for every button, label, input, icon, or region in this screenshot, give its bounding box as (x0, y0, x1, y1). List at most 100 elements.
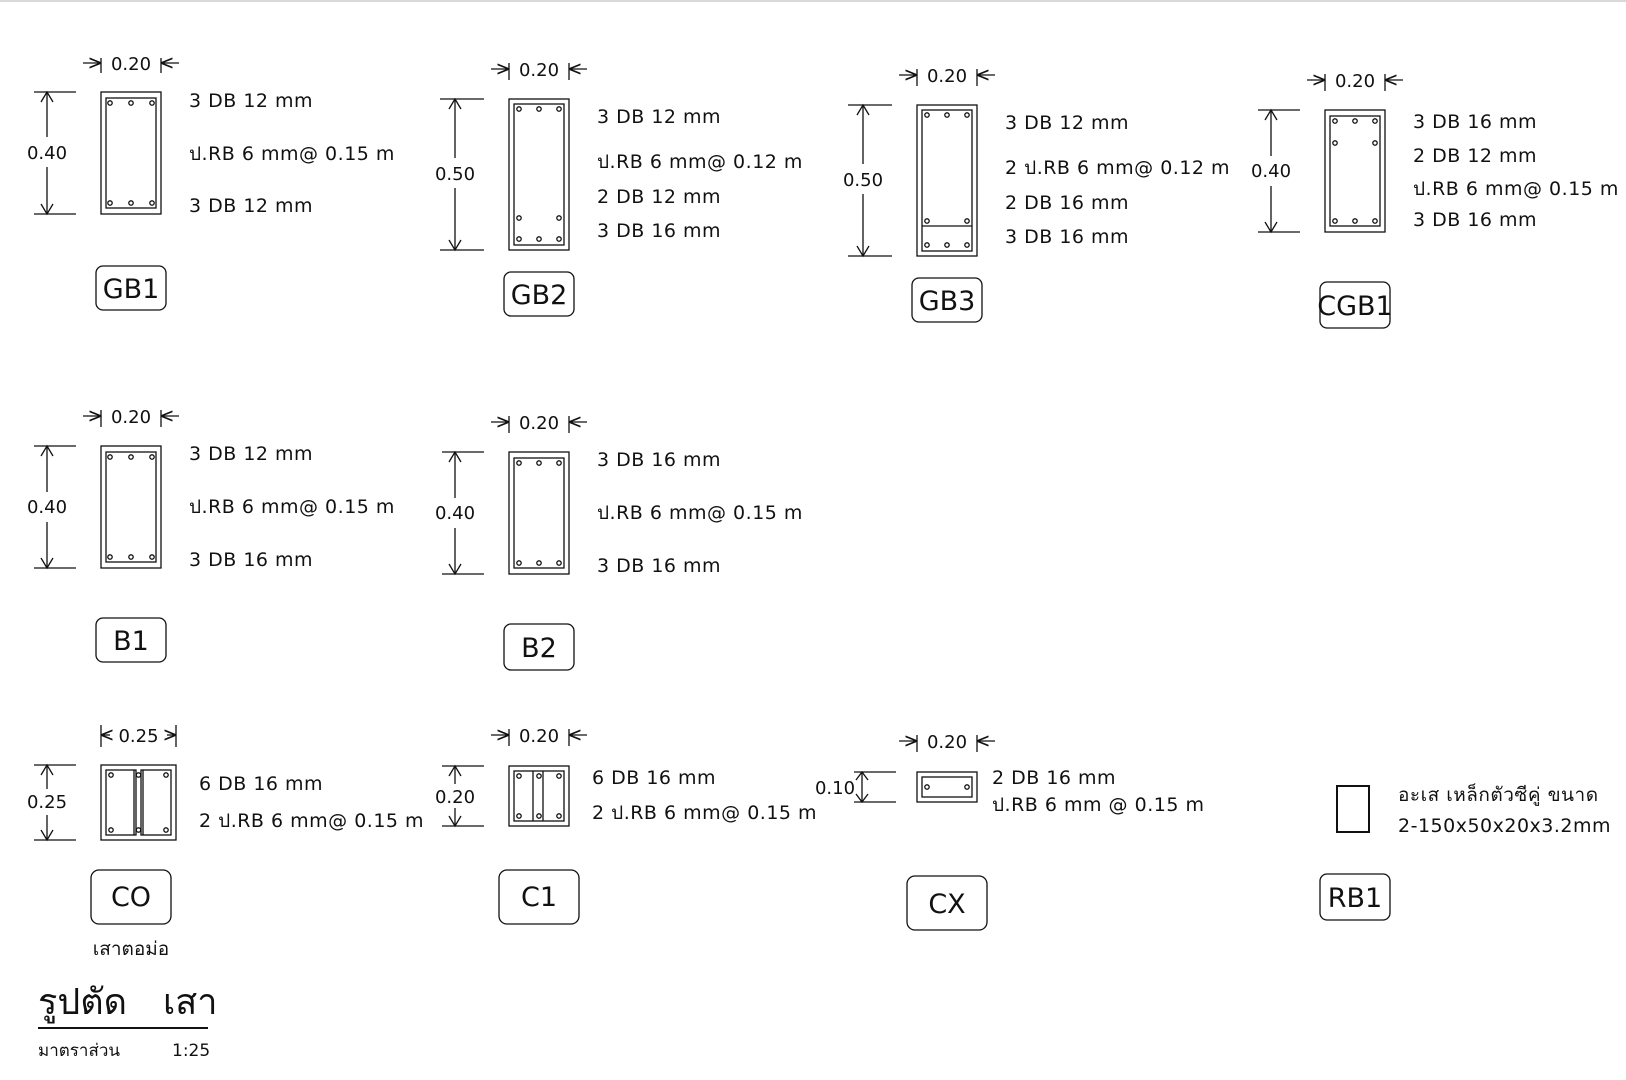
height-label: 0.50 (435, 164, 475, 185)
width-label: 0.20 (519, 726, 559, 747)
height-dimension: 0.40 (27, 444, 76, 570)
height-label: 0.40 (27, 497, 67, 518)
rebar-note-top: 3 DB 16 mm (1413, 111, 1537, 133)
height-dimension: 0.40 (435, 450, 484, 576)
rebar-note-top: 3 DB 12 mm (597, 106, 721, 128)
height-label: 0.40 (1251, 161, 1291, 182)
rebar-note-bottom: 3 DB 16 mm (189, 549, 313, 571)
section-tag-box (503, 623, 575, 671)
material-size-note: 2-150x50x20x3.2mm (1398, 815, 1611, 837)
height-label: 0.40 (435, 503, 475, 524)
stirrup-note: 2 ป.RB 6 mm@ 0.12 m (1005, 157, 1230, 179)
concrete-section (508, 451, 570, 575)
width-dimension: 0.20 (491, 60, 587, 81)
rebar-note: 6 DB 16 mm (592, 767, 716, 789)
section-tag: GB1 (103, 274, 160, 305)
section-tag: GB2 (511, 280, 568, 311)
top-border-line (0, 0, 1626, 2)
section-b1: 0.20 0.40 3 DB 12 mm ป.RB 6 mm@ 0.15 m 3… (27, 407, 395, 663)
section-tag-box (1319, 873, 1391, 921)
c-channel-icon (1336, 785, 1370, 833)
rebar-note-middle: 2 DB 16 mm (1005, 192, 1129, 214)
width-dimension: 0.20 (83, 407, 179, 428)
concrete-section (916, 771, 978, 803)
stirrup-note: 2 ป.RB 6 mm@ 0.15 m (199, 810, 424, 832)
height-dimension: 0.50 (843, 103, 892, 258)
stirrup-note: ป.RB 6 mm@ 0.12 m (597, 151, 803, 173)
stirrup-note: ป.RB 6 mm@ 0.15 m (189, 143, 395, 165)
section-tag: C1 (521, 882, 557, 913)
section-cx: 0.20 0.10 2 DB 16 mm ป.RB 6 mm @ 0.15 m … (815, 732, 1204, 931)
scale-value: 1:25 (172, 1041, 210, 1061)
section-co: 0.25 0.25 6 DB 16 mm 2 ป.RB 6 mm@ 0.15 m… (27, 725, 424, 960)
material-note: อะเส เหล็กตัวซีคู่ ขนาด (1398, 782, 1599, 806)
stirrup-note: ป.RB 6 mm@ 0.15 m (1413, 178, 1619, 200)
section-tag: B2 (521, 633, 557, 664)
width-dimension: 0.20 (1307, 71, 1403, 92)
concrete-section (100, 445, 162, 569)
height-dimension: 0.40 (27, 90, 76, 216)
width-dimension: 0.20 (83, 54, 179, 75)
section-tag: RB1 (1328, 883, 1382, 914)
section-tag: CO (111, 882, 151, 913)
concrete-section (916, 104, 978, 257)
width-label: 0.25 (118, 726, 158, 747)
section-b2: 0.20 0.40 3 DB 16 mm ป.RB 6 mm@ 0.15 m 3… (435, 413, 803, 671)
section-gb2: 0.20 0.50 3 DB 12 mm ป.RB 6 mm@ 0.12 m 2… (435, 60, 803, 317)
section-cgb1: 0.20 0.40 3 DB 16 mm 2 DB 12 mm ป.RB 6 m… (1251, 71, 1619, 329)
section-tag-box (911, 277, 983, 323)
rebar-note-middle: 2 DB 12 mm (1413, 145, 1537, 167)
concrete-section (100, 91, 162, 215)
concrete-section (100, 764, 177, 841)
section-tag: CGB1 (1317, 291, 1392, 322)
section-tag: B1 (113, 626, 149, 657)
width-label: 0.20 (519, 60, 559, 81)
section-tag-box (1319, 281, 1391, 329)
section-gb1: 0.20 0.40 3 DB 12 mm ป.RB 6 mm@ 0.15 m 3… (27, 54, 395, 311)
height-dimension: 0.50 (435, 97, 484, 252)
rebar-note-bottom: 3 DB 16 mm (1005, 226, 1129, 248)
rebar-note-bottom: 3 DB 16 mm (597, 220, 721, 242)
rebar-note-bottom: 3 DB 12 mm (189, 195, 313, 217)
height-dimension: 0.40 (1251, 108, 1300, 234)
section-caption: เสาตอม่อ (93, 938, 169, 960)
width-dimension: 0.20 (899, 66, 995, 87)
section-tag: CX (928, 889, 965, 920)
rebar-note: 2 DB 16 mm (992, 767, 1116, 789)
height-label: 0.50 (843, 170, 883, 191)
rebar-note-top: 3 DB 12 mm (189, 443, 313, 465)
stirrup-note: 2 ป.RB 6 mm@ 0.15 m (592, 802, 817, 824)
section-rb1: อะเส เหล็กตัวซีคู่ ขนาด 2-150x50x20x3.2m… (1319, 782, 1611, 921)
section-tag-box (503, 271, 575, 317)
section-tag-box (90, 869, 172, 925)
width-dimension: 0.20 (899, 732, 995, 753)
concrete-section (508, 765, 570, 827)
stirrup-note: ป.RB 6 mm@ 0.15 m (189, 496, 395, 518)
stirrup-note: ป.RB 6 mm@ 0.15 m (597, 502, 803, 524)
height-label: 0.40 (27, 143, 67, 164)
height-label: 0.20 (435, 787, 475, 808)
rebar-note-top: 3 DB 12 mm (1005, 112, 1129, 134)
section-tag: GB3 (919, 286, 976, 317)
height-label: 0.10 (815, 778, 855, 799)
height-dimension: 0.25 (27, 763, 76, 842)
section-gb3: 0.20 0.50 3 DB 12 mm 2 ป.RB 6 mm@ 0.12 m… (843, 66, 1230, 323)
section-tag-box (906, 875, 988, 931)
rebar-note: 6 DB 16 mm (199, 773, 323, 795)
scale-label: มาตราส่วน (38, 1041, 120, 1061)
width-dimension: 0.20 (491, 726, 587, 747)
rebar-note-bottom: 3 DB 16 mm (597, 555, 721, 577)
width-label: 0.20 (1335, 71, 1375, 92)
rebar-note-top: 3 DB 12 mm (189, 90, 313, 112)
section-c1: 0.20 0.20 6 DB 16 mm 2 ป.RB 6 mm@ 0.15 m… (435, 726, 817, 925)
drawing-title-block: รูปตัด เสา มาตราส่วน 1:25 (38, 982, 218, 1061)
concrete-section (508, 98, 570, 251)
concrete-section (1324, 109, 1386, 233)
section-tag-box (95, 265, 167, 311)
width-dimension: 0.20 (491, 413, 587, 434)
width-label: 0.20 (927, 732, 967, 753)
rebar-note-top: 3 DB 16 mm (597, 449, 721, 471)
stirrup-note: ป.RB 6 mm @ 0.15 m (992, 794, 1204, 816)
drawing-title-part1: รูปตัด (38, 982, 127, 1024)
